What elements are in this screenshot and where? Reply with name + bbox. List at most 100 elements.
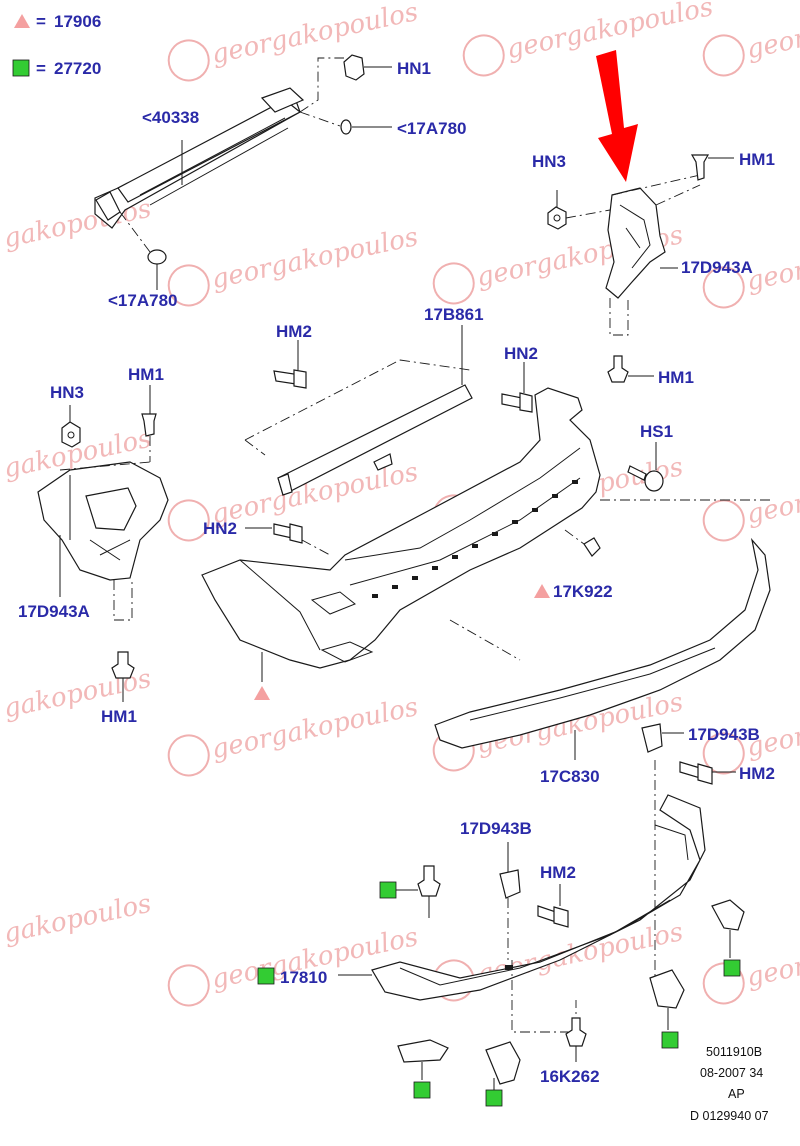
watermark-19: georgakopoulos bbox=[702, 920, 800, 1005]
legend-equals-1: = bbox=[36, 12, 46, 31]
watermark-logo-icon bbox=[432, 262, 475, 305]
reinforcement-beam-40338: <40338 bbox=[94, 87, 305, 229]
watermark-logo-icon bbox=[167, 734, 210, 777]
watermark-logo-icon bbox=[167, 264, 210, 307]
watermark-5: georgakopoulos bbox=[167, 222, 421, 307]
diffuser-17810 bbox=[338, 760, 706, 1033]
label-hn2-left: HN2 bbox=[203, 519, 237, 538]
watermark-text: georgakopoulos bbox=[744, 0, 800, 65]
watermark-3: georgakopoulos bbox=[702, 0, 800, 77]
label-17810: 17810 bbox=[280, 968, 327, 987]
label-hm2-right: HM2 bbox=[739, 764, 775, 783]
legend-equals-2: = bbox=[36, 59, 46, 78]
screw-hs1: HS1 bbox=[627, 422, 673, 492]
bracket-17d943a-right: 17D943A bbox=[605, 174, 753, 299]
bolt-hn2-left: HN2 bbox=[203, 519, 331, 556]
watermark-17: georgakopoulos bbox=[167, 922, 421, 1007]
label-hm2-center: HM2 bbox=[276, 322, 312, 341]
clip-bottom-left-square bbox=[397, 1039, 449, 1099]
clip-17d943b-center: 17D943B bbox=[460, 819, 532, 960]
bumper-triangle-icon bbox=[254, 686, 270, 700]
label-17d943a-left: 17D943A bbox=[18, 602, 90, 621]
label-17a780-bottom: <17A780 bbox=[108, 291, 177, 310]
reference-line-1: 5011910B bbox=[706, 1045, 762, 1059]
legend-triangle-icon bbox=[14, 14, 30, 28]
clip-square-icon bbox=[723, 959, 741, 977]
watermark-logo-icon bbox=[462, 34, 505, 77]
bumper-cover bbox=[201, 387, 601, 700]
clip-hn1: HN1 bbox=[299, 54, 431, 113]
17k922-triangle-icon bbox=[534, 584, 550, 598]
label-17a780-top: <17A780 bbox=[397, 119, 466, 138]
bolt-hn2-right: HN2 bbox=[501, 344, 538, 413]
watermark-logo-icon bbox=[702, 499, 745, 542]
watermark-logo-icon bbox=[702, 34, 745, 77]
watermark-text: georgakopoulos bbox=[209, 222, 421, 295]
watermark-text: georgakopoulos bbox=[744, 457, 800, 530]
plug-17a780-bottom: <17A780 bbox=[108, 211, 177, 310]
label-17b861: 17B861 bbox=[424, 305, 484, 324]
watermark-logo-icon bbox=[702, 732, 745, 775]
absorber-17b861: 17B861 bbox=[244, 305, 484, 496]
watermark-text-cut: gakopoulos bbox=[1, 889, 154, 950]
watermark-text: georgakopoulos bbox=[209, 0, 421, 70]
clip-bottom-right-square bbox=[649, 969, 685, 1049]
watermark-logo-icon bbox=[167, 39, 210, 82]
label-hm1-right-bottom: HM1 bbox=[658, 368, 694, 387]
pin-hm1-right-top: HM1 bbox=[690, 150, 775, 181]
watermark-logo-icon bbox=[702, 266, 745, 309]
pin-hm1-right-bottom: HM1 bbox=[607, 298, 694, 387]
highlight-arrow-icon bbox=[596, 50, 638, 182]
nut-hn3-left: HN3 bbox=[50, 383, 84, 448]
clip-right-square bbox=[711, 899, 745, 977]
watermark-11: georgakopoulos bbox=[702, 457, 800, 542]
label-40338: <40338 bbox=[142, 108, 199, 127]
label-hm1-right-top: HM1 bbox=[739, 150, 775, 169]
watermark-2: georgakopoulos bbox=[462, 0, 716, 77]
label-hm1-left-bottom: HM1 bbox=[101, 707, 137, 726]
label-16k262: 16K262 bbox=[540, 1067, 600, 1086]
watermark-text: georgakopoulos bbox=[209, 692, 421, 765]
watermark-1: georgakopoulos bbox=[167, 0, 421, 82]
label-17d943b-center: 17D943B bbox=[460, 819, 532, 838]
pin-square-icon bbox=[379, 881, 397, 899]
clip-17d943b-right: 17D943B bbox=[641, 723, 760, 753]
pin-hm1-left-bottom: HM1 bbox=[101, 580, 137, 726]
bracket-17d943a-left: 17D943A bbox=[18, 461, 169, 621]
legend-square-17810: 17810 bbox=[257, 967, 327, 987]
watermark-16: gakopoulos bbox=[1, 889, 154, 950]
label-17k922: 17K922 bbox=[553, 582, 613, 601]
label-hs1: HS1 bbox=[640, 422, 673, 441]
watermark-logo-icon bbox=[702, 962, 745, 1005]
pin-left-square bbox=[379, 865, 441, 918]
reference-line-3: AP bbox=[728, 1087, 745, 1101]
legend: = 17906 = 27720 bbox=[12, 12, 101, 78]
17810-square-icon bbox=[257, 967, 275, 985]
label-hn3-left: HN3 bbox=[50, 383, 84, 402]
clip-bottom-center-square bbox=[485, 1041, 521, 1107]
watermark-logo-icon bbox=[167, 499, 210, 542]
legend-triangle-value: 17906 bbox=[54, 12, 101, 31]
clip-square-icon bbox=[661, 1031, 679, 1049]
plug-17k922: 17K922 bbox=[534, 529, 613, 601]
label-hn3-right: HN3 bbox=[532, 152, 566, 171]
label-hn1: HN1 bbox=[397, 59, 431, 78]
bolt-hm2-right: HM2 bbox=[679, 761, 775, 785]
plug-17a780-top: <17A780 bbox=[299, 111, 466, 138]
bolt-hm2-bottom: HM2 bbox=[537, 863, 576, 928]
label-17d943a-right: 17D943A bbox=[681, 258, 753, 277]
reference-line-4: D 0129940 07 bbox=[690, 1109, 769, 1123]
bolt-hm2-center: HM2 bbox=[273, 322, 312, 389]
legend-square-value: 27720 bbox=[54, 59, 101, 78]
label-17d943b-right: 17D943B bbox=[688, 725, 760, 744]
watermark-text: georgakopoulos bbox=[744, 920, 800, 993]
clip-square-icon bbox=[413, 1081, 431, 1099]
clip-square-icon bbox=[485, 1089, 503, 1107]
label-hm2-bottom: HM2 bbox=[540, 863, 576, 882]
clip-16k262: 16K262 bbox=[540, 1017, 600, 1086]
label-hm1-left-top: HM1 bbox=[128, 365, 164, 384]
watermark-logo-icon bbox=[167, 964, 210, 1007]
label-hn2-right: HN2 bbox=[504, 344, 538, 363]
reference-line-2: 08-2007 34 bbox=[700, 1066, 763, 1080]
